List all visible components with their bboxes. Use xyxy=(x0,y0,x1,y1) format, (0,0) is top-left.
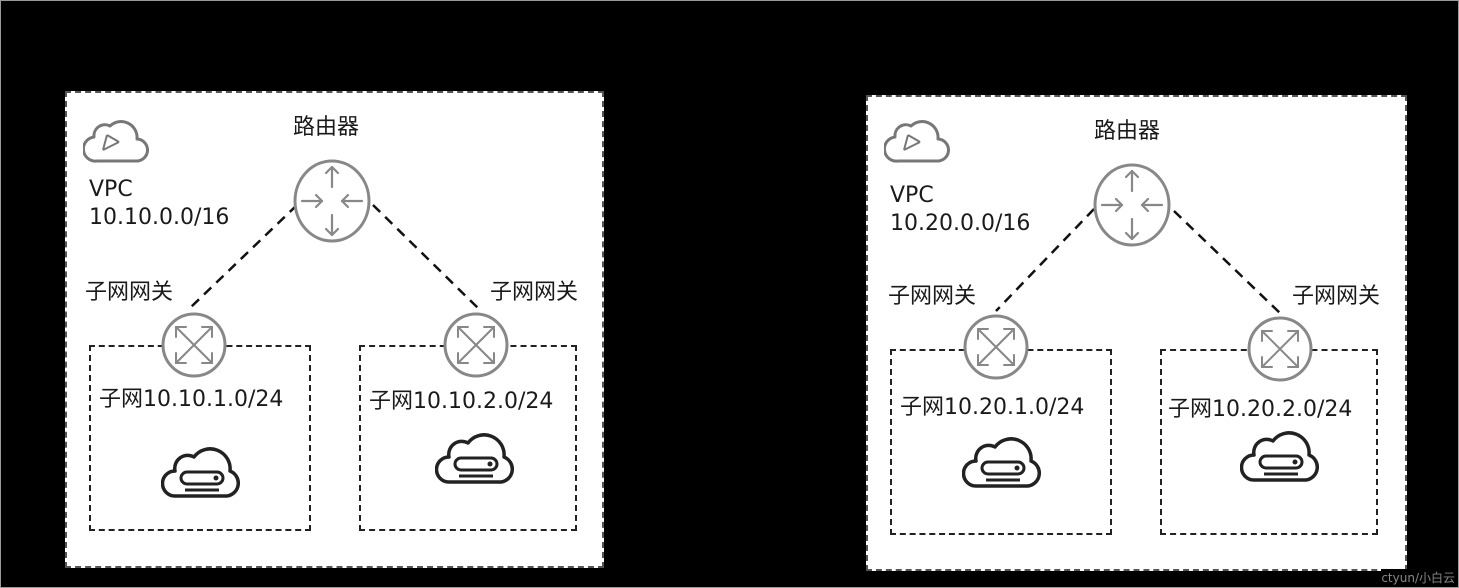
cloud-server-icon xyxy=(962,437,1041,488)
router-icon xyxy=(1093,163,1171,247)
router-link-left xyxy=(190,204,298,308)
router-label: 路由器 xyxy=(1094,119,1161,144)
vpc-panel-2: VPC 10.20.0.0/16 路由器 子网网关 子网网关 子网10.20.1… xyxy=(866,95,1407,571)
vpc-name-label: VPC xyxy=(890,183,934,208)
router-link-left xyxy=(995,208,1095,312)
gateway-icon xyxy=(161,312,227,378)
gateway-icon xyxy=(1247,316,1313,382)
vpc-cidr-label: 10.10.0.0/16 xyxy=(89,205,230,230)
cloud-server-icon xyxy=(435,433,514,484)
vpc-cidr-label: 10.20.0.0/16 xyxy=(890,211,1031,236)
cloud-server-icon xyxy=(1240,431,1319,482)
router-link-right xyxy=(1173,210,1283,316)
subnet-label: 子网10.10.1.0/24 xyxy=(99,387,284,412)
router-link-right xyxy=(372,204,480,310)
gateway-label-right: 子网网关 xyxy=(1292,284,1381,309)
vpc-1-links xyxy=(190,204,480,310)
watermark: ctyun/小白云 xyxy=(1381,569,1455,586)
vpc-panel-1: VPC 10.10.0.0/16 路由器 子网网关 子网网关 子网10.10.1… xyxy=(65,91,604,568)
gateway-icon xyxy=(963,314,1029,380)
cloud-server-icon xyxy=(161,447,240,498)
vpc-2-links xyxy=(995,208,1283,316)
subnet-box-2: 子网10.20.2.0/24 xyxy=(1160,349,1378,535)
vpc-name-label: VPC xyxy=(89,177,133,202)
gateway-label-left: 子网网关 xyxy=(888,284,977,309)
subnet-label: 子网10.20.2.0/24 xyxy=(1168,397,1353,422)
cloud-network-icon xyxy=(83,120,149,163)
gateway-icon xyxy=(443,312,509,378)
gateway-label-left: 子网网关 xyxy=(85,280,174,305)
subnet-label: 子网10.10.2.0/24 xyxy=(369,389,554,414)
router-label: 路由器 xyxy=(293,115,360,140)
subnet-label: 子网10.20.1.0/24 xyxy=(900,395,1085,420)
subnet-box-1: 子网10.20.1.0/24 xyxy=(890,349,1112,535)
router-icon xyxy=(293,159,371,243)
cloud-network-icon xyxy=(884,120,950,163)
gateway-label-right: 子网网关 xyxy=(490,280,579,305)
